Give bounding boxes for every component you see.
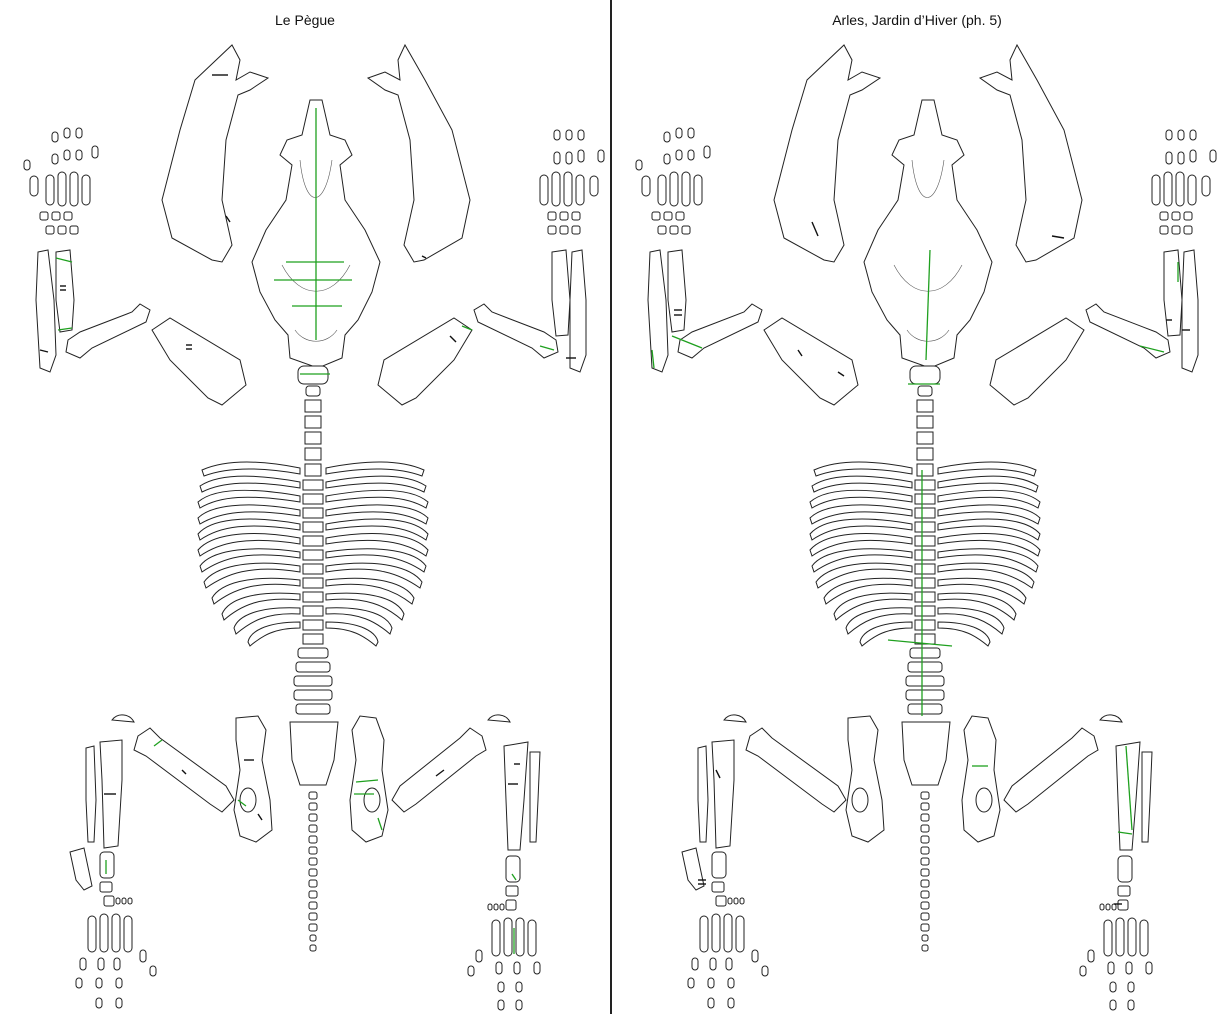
humerus-left	[66, 304, 150, 358]
ribs-left	[198, 462, 300, 646]
fibula-right	[530, 752, 540, 842]
atlas	[298, 366, 328, 384]
mandible-right	[368, 45, 470, 262]
skeleton-panel-arles: Arles, Jardin d’Hiver (ph. 5)	[612, 0, 1222, 1014]
skeleton	[24, 45, 604, 1010]
patella-right	[488, 715, 510, 722]
ulna-right	[570, 250, 586, 372]
humerus-right	[474, 304, 558, 358]
fibula-left	[86, 746, 96, 842]
skeleton-diagram	[0, 0, 610, 1014]
forefoot-right	[540, 130, 604, 234]
hindfoot-left	[70, 848, 156, 1008]
ribs-right	[326, 462, 428, 646]
mandible-left	[162, 45, 268, 262]
femur-right	[392, 728, 486, 812]
sacrum	[290, 722, 338, 785]
skeleton	[636, 45, 1216, 1010]
tail-vertebrae	[309, 792, 317, 951]
tibia-right	[504, 742, 528, 850]
forefoot-left	[24, 128, 98, 234]
patella-left	[112, 715, 134, 722]
scapula-left	[152, 318, 246, 405]
radius-right	[552, 250, 570, 336]
skeleton-diagram	[612, 0, 1222, 1014]
skeleton-panel-le-pegue: Le Pègue	[0, 0, 610, 1014]
femur-left	[134, 728, 234, 812]
ulna-left	[36, 250, 56, 372]
pelvis-right	[350, 716, 388, 842]
pelvis-left	[234, 716, 272, 842]
hindfoot-right	[468, 856, 540, 1010]
scapula-right	[378, 318, 472, 405]
